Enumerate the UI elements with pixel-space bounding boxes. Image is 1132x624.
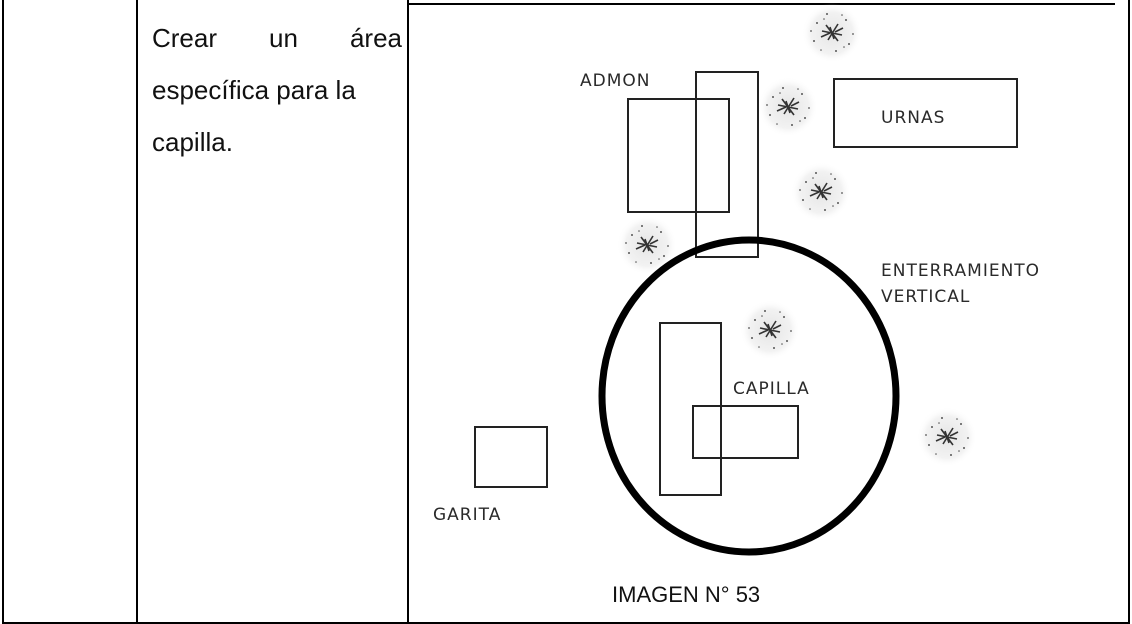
- label-capilla: CAPILLA: [733, 379, 810, 399]
- admin-building-square: [627, 98, 730, 213]
- site-plan-drawing: ADMON URNAS ENTERRAMIENTO VERTICAL CAPIL…: [433, 2, 1040, 556]
- tree-icon: [790, 161, 852, 223]
- description-cell: [136, 0, 409, 624]
- top-border-line: [407, 3, 1115, 5]
- tree-icon: [916, 406, 978, 468]
- chapel-building-horizontal: [692, 405, 799, 459]
- chapel-highlight-circle: [598, 236, 900, 556]
- tree-icon: [801, 2, 863, 64]
- chapel-building-vertical: [659, 322, 722, 496]
- description-text: Crear un área específica para la capilla…: [152, 12, 402, 168]
- image-caption: IMAGEN N° 53: [612, 582, 761, 607]
- label-garita: GARITA: [433, 505, 501, 525]
- empty-cell: [2, 0, 138, 624]
- label-admon: ADMON: [580, 71, 651, 91]
- label-enterramiento-line1: ENTERRAMIENTO: [881, 261, 1040, 281]
- description-line-2: específica para la: [152, 75, 356, 105]
- tree-icon: [757, 76, 819, 138]
- urnas-building: [833, 78, 1018, 148]
- label-enterramiento-line2: VERTICAL: [881, 287, 970, 307]
- image-cell: [407, 0, 1130, 624]
- description-line-1: Crear un área: [152, 23, 402, 53]
- tree-icon: [739, 299, 801, 361]
- description-line-3: capilla.: [152, 127, 233, 157]
- garita-building: [474, 426, 548, 488]
- label-urnas: URNAS: [881, 108, 945, 128]
- admin-building-vertical: [695, 71, 759, 258]
